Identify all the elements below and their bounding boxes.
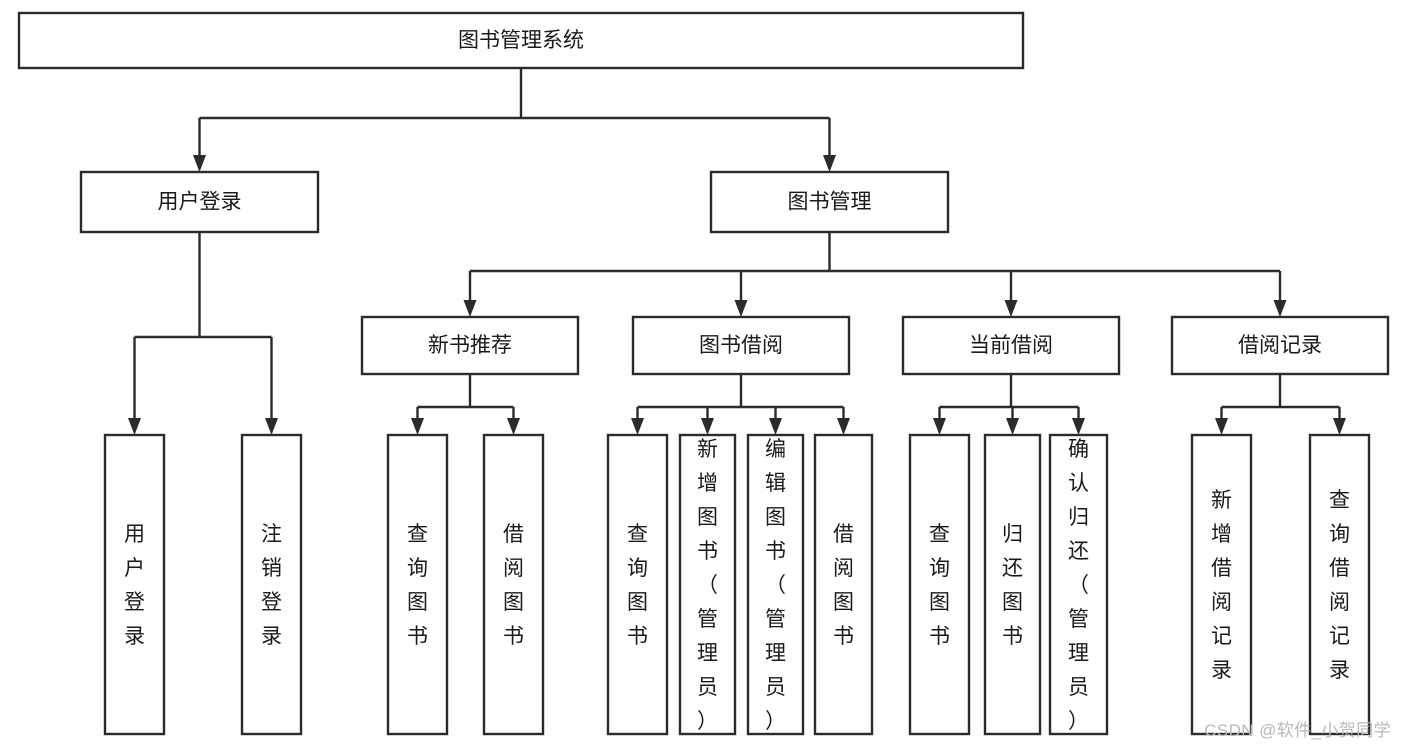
arrow-head-user-login xyxy=(193,155,206,172)
node-label-leaf-query-book-2: 查询图书 xyxy=(627,523,648,648)
node-label-user-login: 用户登录 xyxy=(158,191,242,214)
arrow-head-leaf-query-book-2 xyxy=(631,418,644,435)
node-box-current-borrow[interactable] xyxy=(901,315,1121,376)
node-label-leaf-borrow-book-2: 借阅图书 xyxy=(833,523,854,648)
arrow-head-leaf-edit-book xyxy=(769,418,782,435)
node-leaf-add-book[interactable]: 新增图书（管理员） xyxy=(678,433,737,736)
arrow-head-book-borrow xyxy=(734,300,748,317)
arrow-head-leaf-query-book-1 xyxy=(411,418,424,435)
arrow-head-leaf-user-login xyxy=(128,418,141,435)
node-box-book-borrow[interactable] xyxy=(631,315,851,376)
node-label-root: 图书管理系统 xyxy=(458,29,584,52)
node-box-leaf-query-book-3[interactable] xyxy=(908,433,971,736)
node-leaf-edit-book[interactable]: 编辑图书（管理员） xyxy=(746,433,805,736)
node-label-leaf-query-record: 查询借阅记录 xyxy=(1329,489,1350,682)
node-box-leaf-query-book-1[interactable] xyxy=(386,433,449,736)
node-label-leaf-add-record: 新增借阅记录 xyxy=(1211,489,1232,682)
node-borrow-record[interactable]: 借阅记录 xyxy=(1170,315,1390,376)
node-new-book-rec[interactable]: 新书推荐 xyxy=(360,315,580,376)
arrow-head-leaf-confirm-return xyxy=(1072,418,1085,435)
node-user-login[interactable]: 用户登录 xyxy=(79,170,320,234)
node-leaf-return-book[interactable]: 归还图书 xyxy=(983,433,1042,736)
node-label-borrow-record: 借阅记录 xyxy=(1238,334,1322,357)
node-label-leaf-user-login: 用户登录 xyxy=(124,523,145,648)
arrow-head-leaf-borrow-book-1 xyxy=(507,418,520,435)
node-label-leaf-query-book-3: 查询图书 xyxy=(929,523,950,648)
node-box-leaf-add-book[interactable] xyxy=(678,433,737,736)
arrow-head-new-book-rec xyxy=(463,300,477,317)
node-label-book-manage: 图书管理 xyxy=(788,191,872,214)
arrow-head-leaf-logout xyxy=(265,418,278,435)
node-label-leaf-borrow-book-1: 借阅图书 xyxy=(503,523,524,648)
node-leaf-query-book-2[interactable]: 查询图书 xyxy=(606,433,669,736)
node-box-leaf-edit-book[interactable] xyxy=(746,433,805,736)
node-leaf-add-record[interactable]: 新增借阅记录 xyxy=(1190,433,1253,736)
node-book-borrow[interactable]: 图书借阅 xyxy=(631,315,851,376)
node-leaf-query-book-3[interactable]: 查询图书 xyxy=(908,433,971,736)
node-label-current-borrow: 当前借阅 xyxy=(969,334,1053,357)
node-box-leaf-query-record[interactable] xyxy=(1308,433,1371,736)
node-label-leaf-return-book: 归还图书 xyxy=(1002,523,1023,648)
arrow-head-leaf-query-record xyxy=(1333,418,1346,435)
node-leaf-borrow-book-1[interactable]: 借阅图书 xyxy=(482,433,545,736)
node-box-leaf-borrow-book-1[interactable] xyxy=(482,433,545,736)
node-label-book-borrow: 图书借阅 xyxy=(699,334,783,357)
node-label-new-book-rec: 新书推荐 xyxy=(428,334,512,357)
arrow-head-leaf-add-book xyxy=(701,418,714,435)
node-book-manage[interactable]: 图书管理 xyxy=(709,170,950,234)
arrow-head-leaf-add-record xyxy=(1215,418,1228,435)
node-box-leaf-confirm-return[interactable] xyxy=(1048,433,1109,736)
node-box-leaf-add-record[interactable] xyxy=(1190,433,1253,736)
node-label-leaf-query-book-1: 查询图书 xyxy=(407,523,428,648)
arrow-head-book-manage xyxy=(823,155,836,172)
node-leaf-borrow-book-2[interactable]: 借阅图书 xyxy=(813,433,874,736)
node-box-leaf-query-book-2[interactable] xyxy=(606,433,669,736)
arrow-head-leaf-return-book xyxy=(1006,418,1019,435)
arrow-head-borrow-record xyxy=(1273,300,1287,317)
node-leaf-query-record[interactable]: 查询借阅记录 xyxy=(1308,433,1371,736)
node-box-borrow-record[interactable] xyxy=(1170,315,1390,376)
node-label-leaf-add-book: 新增图书（管理员） xyxy=(697,438,718,733)
node-current-borrow[interactable]: 当前借阅 xyxy=(901,315,1121,376)
node-box-leaf-user-login[interactable] xyxy=(103,433,166,736)
node-box-leaf-return-book[interactable] xyxy=(983,433,1042,736)
arrow-head-leaf-query-book-3 xyxy=(933,418,946,435)
node-box-book-manage[interactable] xyxy=(709,170,950,234)
arrow-head-current-borrow xyxy=(1004,300,1018,317)
node-label-leaf-confirm-return: 确认归还（管理员） xyxy=(1068,438,1089,733)
node-leaf-logout[interactable]: 注销登录 xyxy=(240,433,303,736)
node-leaf-confirm-return[interactable]: 确认归还（管理员） xyxy=(1048,433,1109,736)
node-label-leaf-edit-book: 编辑图书（管理员） xyxy=(765,438,786,733)
node-label-leaf-logout: 注销登录 xyxy=(261,523,282,648)
node-box-leaf-borrow-book-2[interactable] xyxy=(813,433,874,736)
node-box-user-login[interactable] xyxy=(79,170,320,234)
watermark-text: CSDN @软件_小贺同学 xyxy=(1204,721,1391,740)
node-leaf-user-login[interactable]: 用户登录 xyxy=(103,433,166,736)
node-root[interactable]: 图书管理系统 xyxy=(17,11,1025,70)
node-leaf-query-book-1[interactable]: 查询图书 xyxy=(386,433,449,736)
node-layer: 图书管理系统用户登录图书管理新书推荐图书借阅当前借阅借阅记录用户登录注销登录查询… xyxy=(17,11,1390,736)
connector-layer xyxy=(128,68,1346,435)
node-box-new-book-rec[interactable] xyxy=(360,315,580,376)
arrow-head-leaf-borrow-book-2 xyxy=(837,418,850,435)
node-box-root[interactable] xyxy=(17,11,1025,70)
node-box-leaf-logout[interactable] xyxy=(240,433,303,736)
